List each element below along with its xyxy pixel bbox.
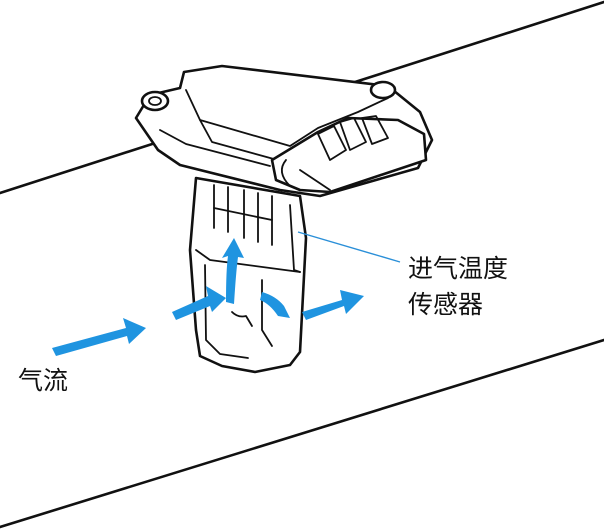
arrow-icon	[302, 290, 364, 320]
arrow-icon	[260, 292, 290, 318]
arrow-icon	[222, 238, 244, 304]
intake-temp-sensor-label-line1: 进气温度	[408, 254, 509, 283]
intake-temp-sensor-label-line2: 传感器	[408, 290, 484, 319]
electrical-connector	[270, 115, 428, 194]
sensor-probe	[188, 176, 308, 374]
arrow-icon	[52, 318, 146, 356]
airflow-arrows	[52, 238, 364, 356]
airflow-label: 气流	[18, 366, 69, 395]
arrow-icon	[172, 286, 226, 320]
sensor-leader-line	[297, 231, 401, 263]
